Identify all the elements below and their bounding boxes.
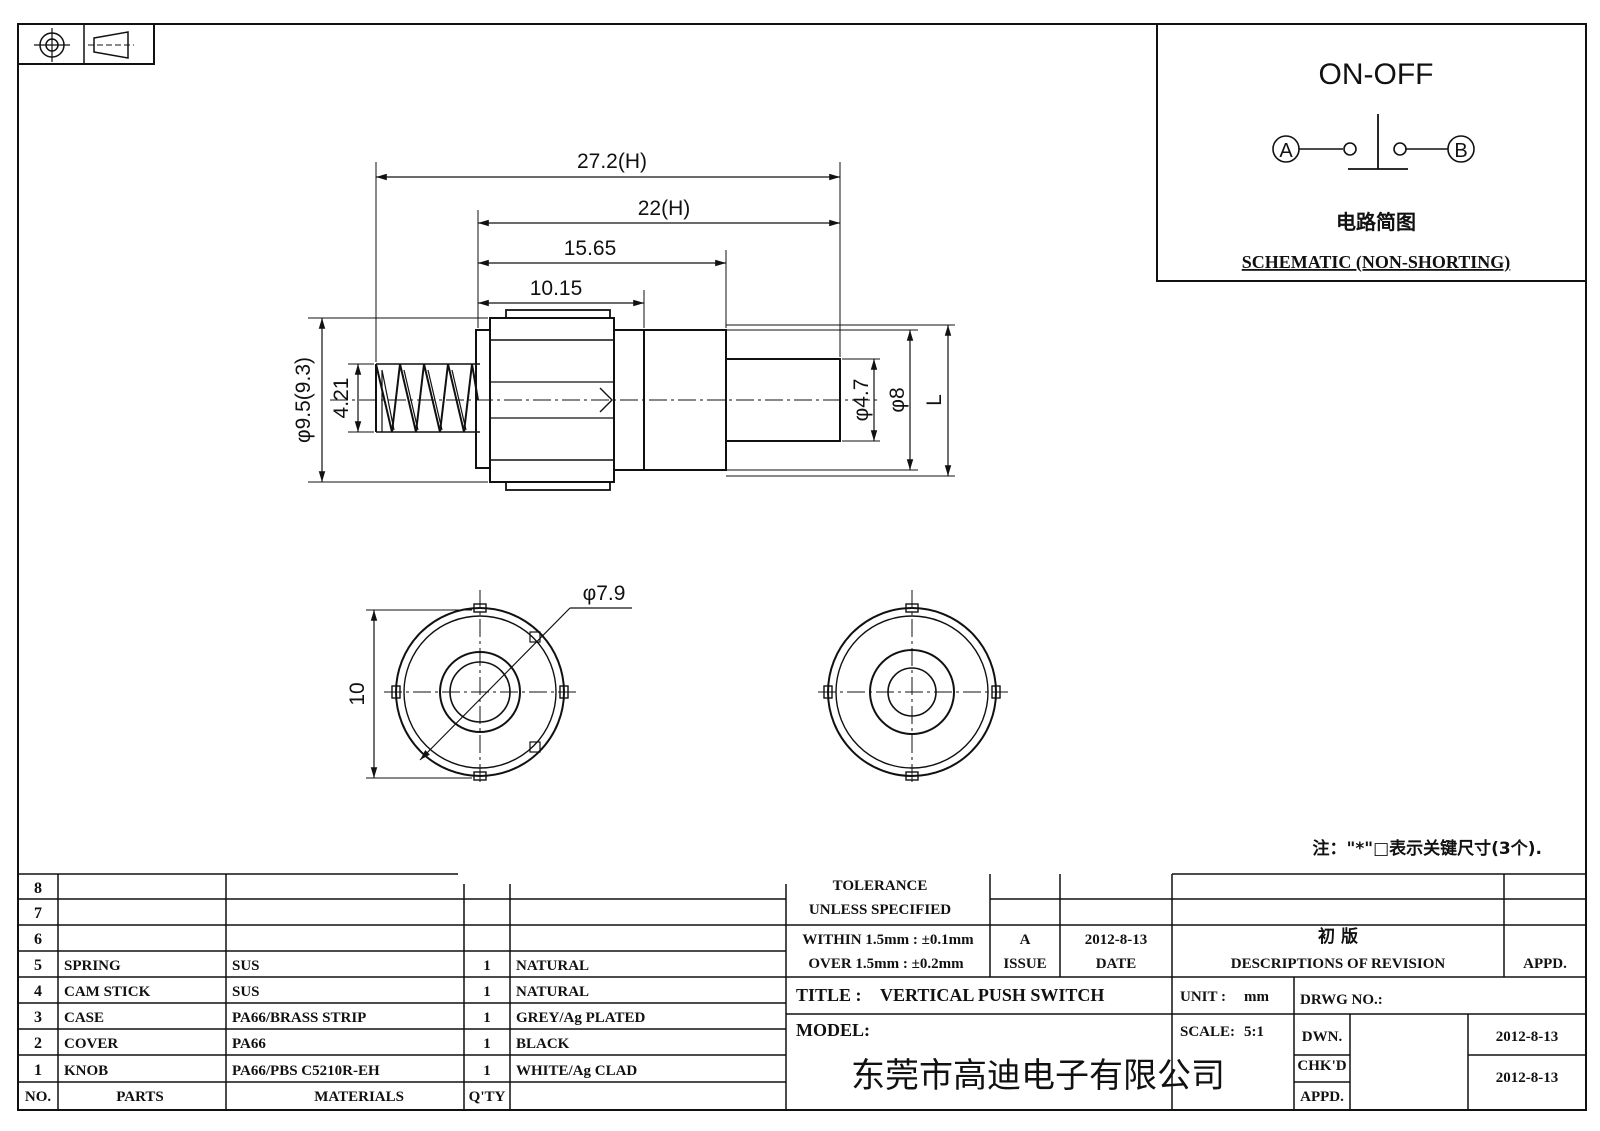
issue-label: ISSUE [1003,956,1046,972]
spring-drawing [375,363,480,433]
key-dimension-note: 注："*"□表示关键尺寸(3个). [1313,838,1543,859]
projection-symbol-icon [88,31,134,59]
dim-22: 22(H) [638,197,691,220]
title-block-grid [18,873,1586,1110]
row-no-6: 6 [34,931,42,948]
row-part-2: COVER [64,1036,118,1052]
dim-10: 10 [346,682,369,705]
dwn-date: 2012-8-13 [1496,1029,1559,1045]
position-symbol-icon [34,28,70,62]
terminal-b-label: B [1454,140,1467,162]
row-finish-4: NATURAL [516,984,589,1000]
row-no-8: 8 [34,880,42,897]
row-finish-5: NATURAL [516,958,589,974]
schematic-box: ON-OFF A B 电路简图 SCHEMATIC (NON-SHORTING) [1156,23,1587,282]
schematic-en-label: SCHEMATIC (NON-SHORTING) [1242,252,1511,273]
row-part-3: CASE [64,1010,104,1026]
case-tab-bottom [505,481,611,491]
header-materials: MATERIALS [314,1089,404,1105]
row-part-1: KNOB [64,1063,108,1079]
dim-10-15: 10.15 [530,277,583,300]
company-name: 东莞市高迪电子有限公司 [851,1056,1225,1096]
dim-4-7: φ4.7 [850,379,873,422]
dim-line-7-9 [419,607,571,761]
chkd-date: 2012-8-13 [1496,1070,1559,1086]
front-view-right [818,590,1008,786]
switch-symbol: A B [1272,114,1475,170]
row-material-3: PA66/BRASS STRIP [232,1010,366,1026]
row-material-1: PA66/PBS C5210R-EH [232,1063,380,1079]
side-view [308,162,955,491]
description-label: DESCRIPTIONS OF REVISION [1231,956,1446,972]
header-qty: Q'TY [469,1089,506,1105]
scale-value: 5:1 [1244,1024,1264,1040]
revision-description: 初 版 [1318,926,1358,947]
schematic-title: ON-OFF [1319,58,1434,91]
dwn-label: DWN. [1302,1029,1343,1045]
row-finish-3: GREY/Ag PLATED [516,1010,645,1026]
tolerance-line-4: OVER 1.5mm : ±0.2mm [808,956,964,972]
scale-label: SCALE: [1180,1024,1235,1040]
row-material-2: PA66 [232,1036,266,1052]
projection-symbol-box [17,23,155,65]
row-no-2: 2 [34,1035,42,1052]
model-label: MODEL: [796,1020,870,1040]
row-part-4: CAM STICK [64,984,151,1000]
row-qty-2: 1 [483,1036,491,1052]
parts-table: 8 7 6 5 SPRING SUS 1 NATURAL 4 CAM STICK… [25,880,646,1105]
row-qty-5: 1 [483,958,491,974]
row-part-5: SPRING [64,958,121,974]
appd-label: APPD. [1300,1089,1344,1105]
front-view-left [366,590,632,786]
drawing-title: VERTICAL PUSH SWITCH [880,985,1104,1005]
revision-date: 2012-8-13 [1085,932,1148,948]
revision-block: A 2012-8-13 初 版 ISSUE DATE DESCRIPTIONS … [1003,926,1567,972]
row-finish-1: WHITE/Ag CLAD [516,1063,637,1079]
dim-8: φ8 [886,387,909,412]
dim-9-5: φ9.5(9.3) [292,357,315,443]
dim-15-65: 15.65 [564,237,617,260]
row-finish-2: BLACK [516,1036,570,1052]
tolerance-block: TOLERANCE UNLESS SPECIFIED WITHIN 1.5mm … [802,878,974,972]
header-parts: PARTS [116,1089,164,1105]
row-no-1: 1 [34,1062,42,1079]
schematic-cn-label: 电路简图 [1336,210,1416,234]
header-no: NO. [25,1089,52,1105]
row-qty-1: 1 [483,1063,491,1079]
row-material-5: SUS [232,958,260,974]
row-no-3: 3 [34,1009,42,1026]
dim-27-2: 27.2(H) [577,150,647,173]
row-material-4: SUS [232,984,260,1000]
row-qty-3: 1 [483,1010,491,1026]
drawing-border [17,23,1587,1111]
dim-L: L [923,394,946,406]
title-block: TITLE : VERTICAL PUSH SWITCH UNIT : mm D… [796,985,1558,1105]
tolerance-line-2: UNLESS SPECIFIED [809,902,951,918]
row-no-5: 5 [34,957,42,974]
date-label: DATE [1096,956,1137,972]
case-tab-top [505,309,611,319]
row-no-4: 4 [34,983,42,1000]
chkd-label: CHK'D [1297,1058,1346,1074]
dim-4-21: 4.21 [330,378,353,419]
row-no-7: 7 [34,905,42,922]
terminal-a-label: A [1279,140,1293,162]
revision-appd-label: APPD. [1523,956,1567,972]
row-qty-4: 1 [483,984,491,1000]
title-label: TITLE : [796,985,862,1005]
unit-value: mm [1244,989,1269,1005]
tolerance-line-1: TOLERANCE [833,878,928,894]
unit-label: UNIT : [1180,989,1226,1005]
drwg-no-label: DRWG NO.: [1300,992,1383,1008]
revision-issue: A [1020,932,1031,948]
tolerance-line-3: WITHIN 1.5mm : ±0.1mm [802,932,974,948]
dim-7-9: φ7.9 [583,582,626,605]
